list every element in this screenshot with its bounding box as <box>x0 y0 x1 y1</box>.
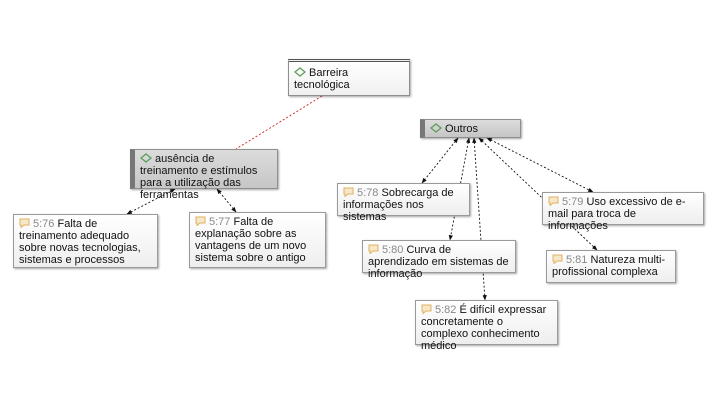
link-ausencia-q576[interactable] <box>126 188 176 215</box>
quotation-ref: 5:81 <box>566 254 588 266</box>
code-node-outros[interactable]: Outros <box>420 119 521 138</box>
quotation-text: Sobrecarga de informações nos sistemas <box>343 187 454 223</box>
quotation-text: Uso excessivo de e-mail para troca de in… <box>548 196 686 232</box>
code-diamond-icon <box>140 153 152 163</box>
link-ausencia-q577[interactable] <box>216 188 237 213</box>
quotation-text: Falta de treinamento adequado sobre nova… <box>19 218 141 266</box>
link-outros-q580[interactable] <box>448 137 471 241</box>
link-barreira-ausencia[interactable] <box>235 95 323 150</box>
code-label: Outros <box>445 123 479 135</box>
quotation-node-5-77[interactable]: 5:77 Falta de explanação sobre as vantag… <box>189 212 326 268</box>
quotation-speech-bubble-icon <box>421 304 432 314</box>
quotation-speech-bubble-icon <box>368 244 379 254</box>
code-diamond-icon <box>294 67 306 77</box>
code-label: ausência de treinamento e estímulos para… <box>140 153 258 201</box>
code-diamond-icon <box>430 123 442 133</box>
quotation-ref: 5:77 <box>209 216 231 228</box>
quotation-node-5-78[interactable]: 5:78 Sobrecarga de informações nos siste… <box>337 183 470 223</box>
code-node-ausencia-de-treinamento[interactable]: ausência de treinamento e estímulos para… <box>130 149 278 201</box>
quotation-node-5-80[interactable]: 5:80 Curva de aprendizado em sistemas de… <box>362 240 516 280</box>
quotation-text: Natureza multi-profissional complexa <box>552 254 666 278</box>
quotation-ref: 5:78 <box>357 187 379 199</box>
quotation-node-5-79[interactable]: 5:79 Uso excessivo de e-mail para troca … <box>542 192 704 232</box>
quotation-node-5-81[interactable]: 5:81 Natureza multi-profissional complex… <box>546 250 676 283</box>
quotation-text: Falta de explanação sobre as vantagens d… <box>195 216 307 264</box>
quotation-speech-bubble-icon <box>343 187 354 197</box>
quotation-text: Curva de aprendizado em sistemas de info… <box>368 244 509 280</box>
link-outros-q582[interactable] <box>472 137 487 301</box>
quotation-speech-bubble-icon <box>548 196 559 206</box>
link-outros-q578[interactable] <box>421 137 459 184</box>
quotation-ref: 5:76 <box>33 218 55 230</box>
quotation-node-5-76[interactable]: 5:76 Falta de treinamento adequado sobre… <box>13 214 158 268</box>
quotation-text: É difícil expressar concretamente o comp… <box>421 304 547 352</box>
link-outros-q581[interactable] <box>478 137 598 251</box>
link-outros-q579[interactable] <box>486 137 594 193</box>
quotation-node-5-82[interactable]: 5:82 É difícil expressar concretamente o… <box>415 300 558 352</box>
quotation-speech-bubble-icon <box>195 216 206 226</box>
quotation-ref: 5:79 <box>562 196 584 208</box>
quotation-speech-bubble-icon <box>19 218 30 228</box>
quotation-ref: 5:82 <box>435 304 457 316</box>
code-label: Barreira tecnológica <box>294 67 350 91</box>
quotation-ref: 5:80 <box>382 244 404 256</box>
quotation-speech-bubble-icon <box>552 254 563 264</box>
code-node-barreira-tecnologica[interactable]: Barreira tecnológica <box>288 59 410 96</box>
